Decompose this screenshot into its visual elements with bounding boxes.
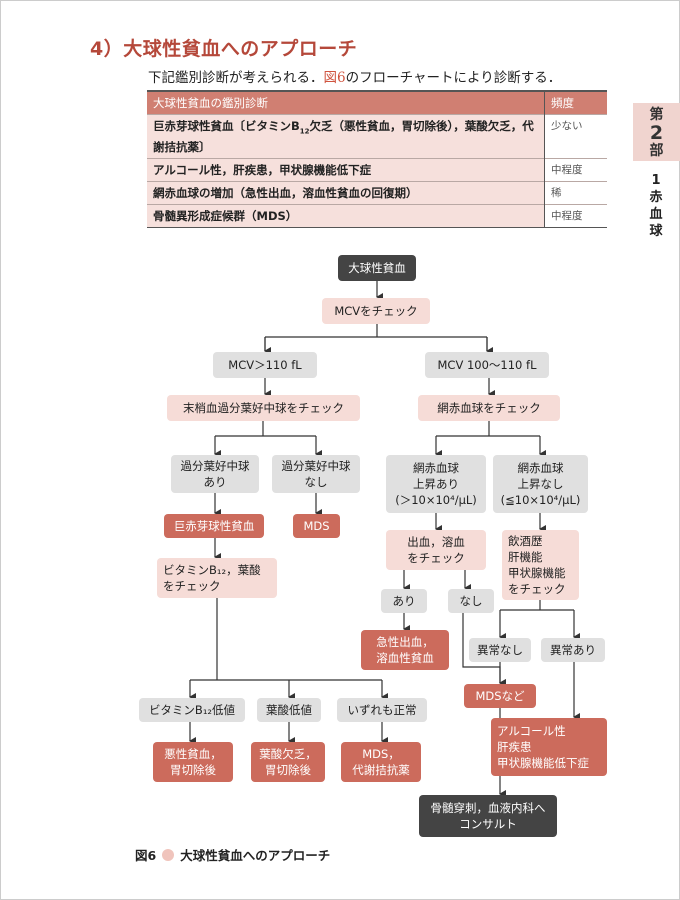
- node-acute-bleeding: 急性出血， 溶血性貧血: [361, 630, 449, 670]
- cause-cell: アルコール性，肝疾患，甲状腺機能低下症: [147, 158, 545, 182]
- node-bleeding-check: 出血，溶血 をチェック: [386, 530, 486, 570]
- frequency-cell: 中程度: [544, 158, 607, 182]
- differential-table: 大球性貧血の鑑別診断頻度 巨赤芽球性貧血〔ビタミンB12欠乏（悪性貧血，胃切除後…: [147, 90, 607, 229]
- cause-text: 巨赤芽球性貧血〔ビタミンB: [153, 119, 300, 133]
- node-mcv-high: MCV＞110 fL: [213, 352, 317, 378]
- part-label: 部: [649, 143, 664, 159]
- cause-cell: 巨赤芽球性貧血〔ビタミンB12欠乏（悪性貧血，胃切除後），葉酸欠乏，代謝拮抗薬〕: [147, 113, 545, 159]
- node-mcv-mid: MCV 100〜110 fL: [425, 352, 549, 378]
- header-frequency: 頻度: [544, 90, 607, 115]
- header-diagnosis: 大球性貧血の鑑別診断: [147, 90, 545, 115]
- node-no-abnormality: 異常なし: [469, 638, 531, 662]
- node-all-normal: いずれも正常: [337, 698, 427, 722]
- part-number: 2: [649, 122, 664, 144]
- node-mcv-check: MCVをチェック: [322, 298, 430, 324]
- node-retic-not-up: 網赤血球 上昇なし (≦10×10⁴/μL): [493, 455, 588, 513]
- node-pernicious-anemia: 悪性貧血， 胃切除後: [153, 742, 233, 782]
- node-mds-etc: MDSなど: [464, 684, 536, 708]
- cause-cell: 骨髄異形成症候群（MDS）: [147, 204, 545, 229]
- node-megaloblastic: 巨赤芽球性貧血: [164, 514, 264, 538]
- table-row: 巨赤芽球性貧血〔ビタミンB12欠乏（悪性貧血，胃切除後），葉酸欠乏，代謝拮抗薬〕…: [147, 113, 607, 159]
- node-alcoholic: アルコール性 肝疾患 甲状腺機能低下症: [491, 718, 607, 776]
- frequency-cell: 稀: [544, 181, 607, 205]
- frequency-cell: 少ない: [544, 113, 607, 159]
- node-abnormality: 異常あり: [541, 638, 605, 662]
- intro-text: 下記鑑別診断が考えられる．図6のフローチャートにより診断する．: [148, 66, 561, 86]
- node-hyperseg-no: 過分葉好中球 なし: [272, 455, 360, 493]
- caption-title: 大球性貧血へのアプローチ: [180, 848, 331, 863]
- node-folate-deficiency: 葉酸欠乏， 胃切除後: [251, 742, 325, 782]
- table-row: 骨髄異形成症候群（MDS）中程度: [147, 204, 607, 229]
- node-bleeding-yes: あり: [381, 589, 427, 613]
- node-bone-marrow: 骨髄穿刺，血液内科へ コンサルト: [419, 795, 557, 837]
- cause-cell: 網赤血球の増加（急性出血，溶血性貧血の回復期）: [147, 181, 545, 205]
- figure-reference-link[interactable]: 図6: [323, 70, 346, 86]
- node-folate-low: 葉酸低値: [257, 698, 321, 722]
- chapter-label: 1 赤 血 球: [649, 173, 663, 239]
- node-b12-folate-check: ビタミンB₁₂，葉酸 をチェック: [157, 558, 277, 598]
- frequency-cell: 中程度: [544, 204, 607, 229]
- section-heading: 4）大球性貧血へのアプローチ: [90, 38, 358, 60]
- caption-label: 図6: [135, 848, 157, 863]
- intro-after: のフローチャートにより診断する．: [345, 70, 562, 86]
- node-bleeding-no: なし: [448, 589, 494, 613]
- node-b12-low: ビタミンB₁₂低値: [139, 698, 245, 722]
- part-label: 第: [649, 107, 664, 123]
- subscript: 12: [299, 127, 310, 136]
- table-row: アルコール性，肝疾患，甲状腺機能低下症中程度: [147, 158, 607, 182]
- table-row: 網赤血球の増加（急性出血，溶血性貧血の回復期）稀: [147, 181, 607, 205]
- node-hyperseg-yes: 過分葉好中球 あり: [171, 455, 259, 493]
- intro-before: 下記鑑別診断が考えられる．: [148, 70, 324, 86]
- figure-caption: 図6 大球性貧血へのアプローチ: [135, 845, 330, 864]
- node-neutrophil-check: 末梢血過分葉好中球をチェック: [167, 395, 360, 421]
- node-alcohol-check: 飲酒歴 肝機能 甲状腺機能 をチェック: [502, 530, 579, 600]
- cause-text: 欠乏（悪性貧血，胃切除後），葉酸欠乏，代謝拮抗薬〕: [153, 119, 534, 155]
- node-start: 大球性貧血: [338, 255, 416, 281]
- node-mds-antimetabolite: MDS， 代謝拮抗薬: [341, 742, 421, 782]
- node-retic-up: 網赤血球 上昇あり (＞10×10⁴/μL): [386, 455, 486, 513]
- node-mds: MDS: [293, 514, 340, 538]
- caption-bullet-icon: [162, 848, 175, 861]
- node-reticulocyte-check: 網赤血球をチェック: [418, 395, 560, 421]
